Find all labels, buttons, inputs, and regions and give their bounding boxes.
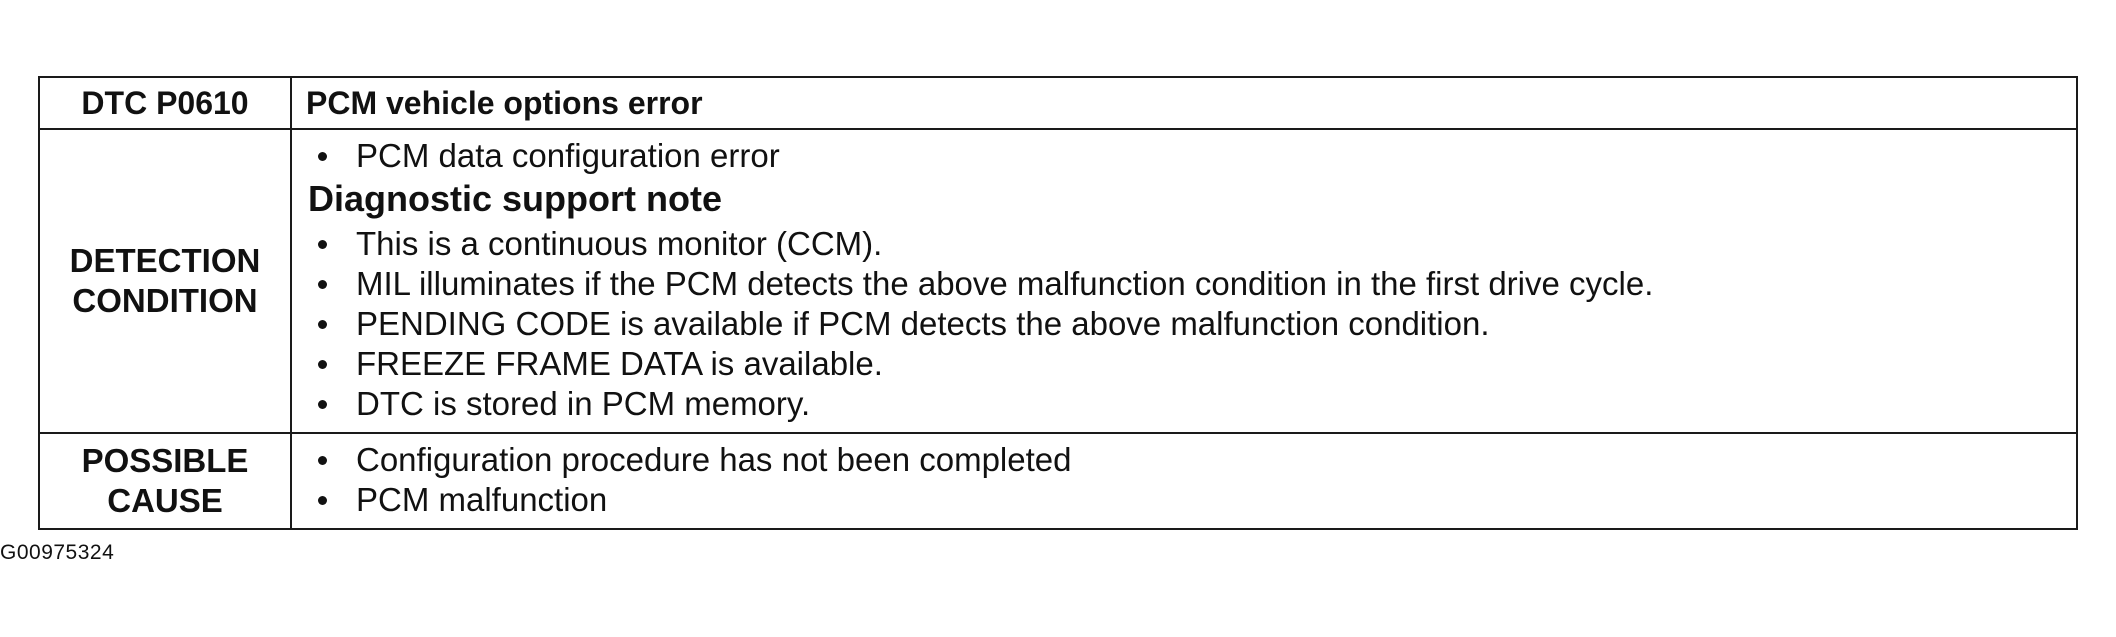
cause-item: Configuration procedure has not been com…: [308, 440, 2062, 480]
detection-list: PCM data configuration error: [308, 136, 2062, 176]
cause-label-line1: POSSIBLE: [81, 442, 249, 479]
support-note-item: FREEZE FRAME DATA is available.: [308, 344, 2062, 384]
support-note-item: PENDING CODE is available if PCM detects…: [308, 304, 2062, 344]
cause-label-line2: CAUSE: [107, 482, 223, 519]
cause-item: PCM malfunction: [308, 480, 2062, 520]
detection-item: PCM data configuration error: [308, 136, 2062, 176]
support-note-list: This is a continuous monitor (CCM). MIL …: [308, 224, 2062, 424]
detection-label-line1: DETECTION: [69, 242, 261, 279]
possible-cause-row: POSSIBLE CAUSE Configuration procedure h…: [38, 432, 2078, 530]
figure-id: G00975324: [0, 541, 115, 564]
dtc-header-row: DTC P0610 PCM vehicle options error: [38, 76, 2078, 130]
possible-cause-details: Configuration procedure has not been com…: [290, 432, 2078, 530]
detection-condition-details: PCM data configuration error Diagnostic …: [290, 128, 2078, 434]
support-note-item: DTC is stored in PCM memory.: [308, 384, 2062, 424]
support-note-item: This is a continuous monitor (CCM).: [308, 224, 2062, 264]
dtc-table: DTC P0610 PCM vehicle options error DETE…: [38, 76, 2078, 530]
detection-label-line2: CONDITION: [72, 282, 258, 319]
diagnostic-support-note-heading: Diagnostic support note: [308, 178, 722, 219]
dtc-code: DTC P0610: [38, 76, 292, 130]
cause-list: Configuration procedure has not been com…: [308, 440, 2062, 520]
dtc-title: PCM vehicle options error: [290, 76, 2078, 130]
detection-condition-row: DETECTION CONDITION PCM data configurati…: [38, 128, 2078, 434]
possible-cause-label: POSSIBLE CAUSE: [38, 432, 292, 530]
detection-condition-label: DETECTION CONDITION: [38, 128, 292, 434]
support-note-item: MIL illuminates if the PCM detects the a…: [308, 264, 2062, 304]
